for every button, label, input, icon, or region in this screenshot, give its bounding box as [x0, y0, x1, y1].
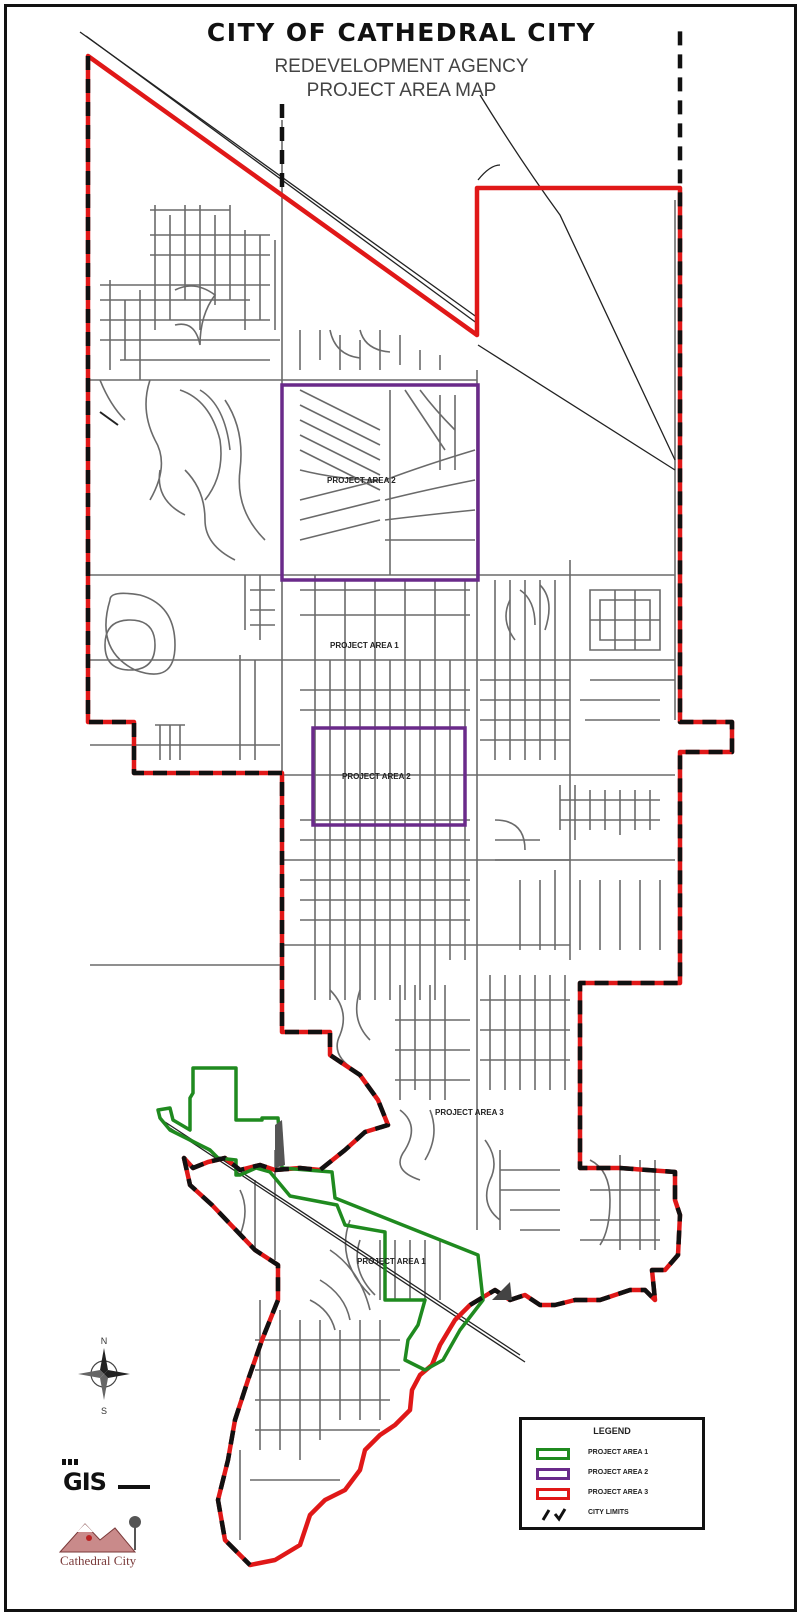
cathedral-city-logo-icon	[58, 1516, 141, 1553]
legend-label-city-limits: CITY LIMITS	[588, 1509, 629, 1516]
label-project-area-2-south: PROJECT AREA 2	[342, 772, 411, 781]
label-project-area-2-north: PROJECT AREA 2	[327, 476, 396, 485]
street-network	[90, 120, 676, 1540]
compass-rose-icon: N S	[78, 1336, 130, 1416]
label-project-area-3: PROJECT AREA 3	[435, 1108, 504, 1117]
legend-swatch-project-area-1	[536, 1448, 570, 1460]
map-frame	[4, 4, 797, 1612]
project-area-1-boundary	[156, 1066, 485, 1372]
legend-swatch-project-area-2	[536, 1468, 570, 1480]
map-features	[99, 411, 512, 1300]
gis-logo-text: GIS	[63, 1468, 107, 1496]
compass-north-label: N	[101, 1336, 108, 1346]
map-subtitle-agency: REDEVELOPMENT AGENCY	[274, 56, 529, 77]
compass-south-label: S	[101, 1406, 107, 1416]
label-project-area-1-south: PROJECT AREA 1	[357, 1257, 426, 1266]
legend-label-project-area-3: PROJECT AREA 3	[588, 1489, 649, 1496]
map-legend: LEGEND PROJECT AREA 1 PROJECT AREA 2 PRO…	[519, 1417, 705, 1530]
legend-title: LEGEND	[593, 1426, 631, 1436]
project-area-2-boundary	[280, 383, 480, 827]
legend-label-project-area-1: PROJECT AREA 1	[588, 1449, 649, 1456]
legend-swatch-project-area-3	[536, 1488, 570, 1500]
map-subtitle-project: PROJECT AREA MAP	[306, 80, 497, 101]
map-title: CITY OF CATHEDRAL CITY	[206, 18, 597, 47]
label-project-area-1-center: PROJECT AREA 1	[330, 641, 399, 650]
legend-label-project-area-2: PROJECT AREA 2	[588, 1469, 649, 1476]
city-limits-symbol-icon	[541, 1508, 567, 1522]
gis-logo-icon	[62, 1459, 150, 1489]
cathedral-city-logo-text: Cathedral City	[60, 1553, 137, 1568]
city-limits-boundary	[85, 28, 735, 1567]
